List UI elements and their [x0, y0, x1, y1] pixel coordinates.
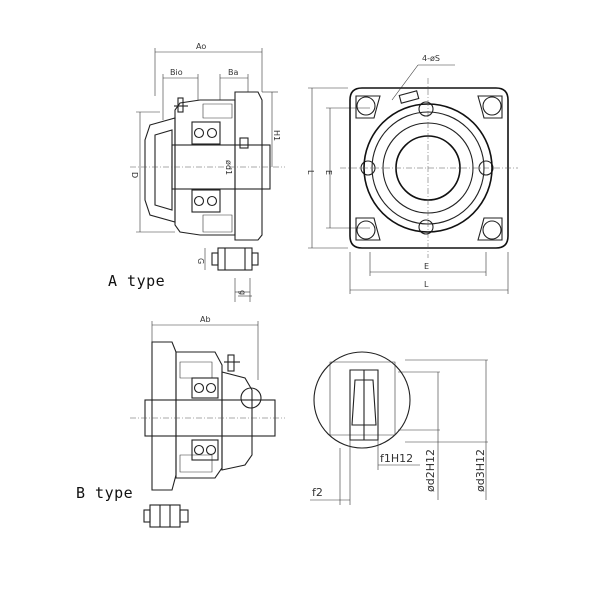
a-type-label: A type — [108, 272, 166, 290]
a-type-front-view — [308, 64, 518, 294]
a-type-side-view — [130, 48, 285, 302]
dim-l-vertical: L — [306, 170, 315, 175]
dim-4-s: 4-øS — [422, 54, 440, 63]
dim-e-horizontal: E — [424, 262, 429, 271]
dim-d2: ød2H12 — [424, 449, 437, 492]
dim-d1: ød1 — [224, 160, 233, 175]
dim-g-lower: g — [238, 290, 247, 295]
b-type-side-view — [130, 321, 285, 528]
detail-view — [310, 351, 488, 505]
dim-d3: ød3H12 — [474, 449, 487, 492]
dim-f1: f1H12 — [380, 452, 413, 465]
b-type-label: B type — [76, 484, 134, 502]
dim-bio: Bio — [170, 68, 183, 77]
dim-ao: Ao — [196, 42, 206, 51]
dim-d: D — [130, 172, 139, 178]
dim-g-upper: G — [196, 258, 205, 264]
dim-h1: H1 — [272, 130, 281, 141]
dim-f2: f2 — [312, 486, 323, 499]
dim-ab: Ab — [200, 315, 211, 324]
dim-e-vertical: E — [324, 170, 333, 175]
dim-l-horizontal: L — [424, 280, 429, 289]
dim-ba: Ba — [228, 68, 238, 77]
